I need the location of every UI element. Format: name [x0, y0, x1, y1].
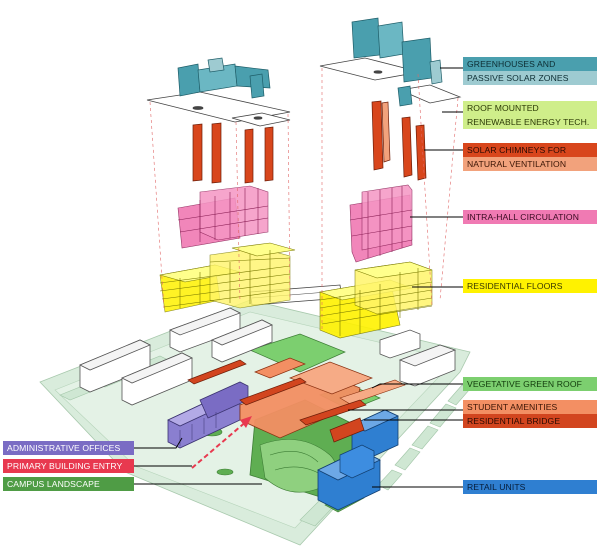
solar-chimneys-left: [192, 122, 274, 184]
residential-bridge-block: [187, 359, 367, 443]
solar-chimneys-right: [371, 100, 427, 181]
label-student-amenities: STUDENT AMENITIES: [463, 400, 597, 414]
label-greenhouses-line1: GREENHOUSES AND: [463, 57, 597, 71]
circulation-left: [177, 185, 269, 249]
student-amenities-block: [239, 357, 406, 439]
label-chimney-line2: NATURAL VENTILATION: [463, 157, 597, 171]
circulation-right: [349, 184, 413, 263]
context-buildings: [79, 307, 457, 406]
label-roof-line2: RENEWABLE ENERGY TECH.: [463, 115, 597, 129]
label-green-roof: VEGETATIVE GREEN ROOF: [463, 377, 597, 391]
administrative-offices-block: [167, 381, 249, 449]
primary-entry-arrow: [191, 416, 252, 469]
label-greenhouses-line2: PASSIVE SOLAR ZONES: [463, 71, 597, 85]
leader-lines: [134, 67, 466, 488]
greenhouses-left: [177, 57, 271, 99]
label-residential-bridge: RESIDENTIAL BRIDGE: [463, 414, 597, 428]
label-residential-floors: RESIDENTIAL FLOORS: [463, 279, 597, 293]
residential-floors-right: [318, 261, 433, 339]
label-primary-entry: PRIMARY BUILDING ENTRY: [3, 459, 134, 473]
greenhouses-right: [351, 17, 443, 107]
projection-lines: [149, 68, 459, 332]
retail-units-block: [317, 409, 399, 511]
residential-floors-left: [159, 242, 296, 313]
label-campus-landscape: CAMPUS LANDSCAPE: [3, 477, 134, 491]
label-administrative-offices: ADMINISTRATIVE OFFICES: [3, 441, 134, 455]
label-circulation: INTRA-HALL CIRCULATION: [463, 210, 597, 224]
label-chimney-line1: SOLAR CHIMNEYS FOR: [463, 143, 597, 157]
label-retail-units: RETAIL UNITS: [463, 480, 597, 494]
label-roof-line1: ROOF MOUNTED: [463, 101, 597, 115]
